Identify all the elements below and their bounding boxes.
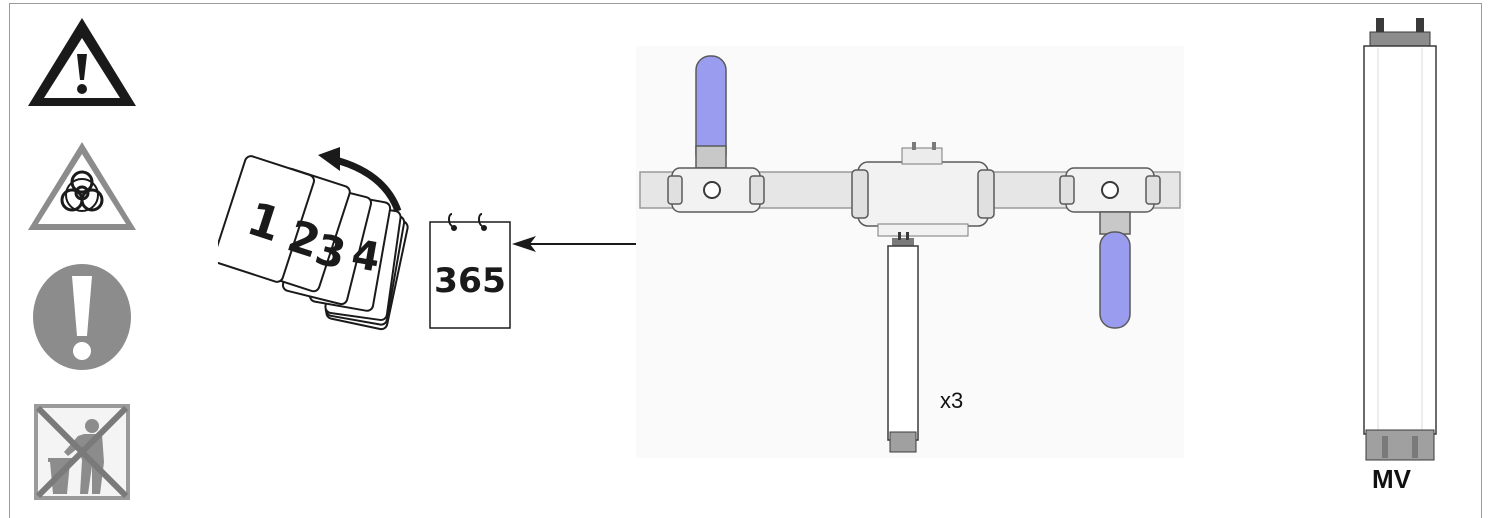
biohazard-icon — [28, 142, 136, 230]
calendar-flip-illustration: 4 3 2 1 — [218, 147, 409, 331]
no-household-waste-icon — [34, 404, 130, 500]
calendar-365-text: 365 — [434, 261, 506, 301]
mv-cartridge — [1363, 18, 1437, 461]
manifold-assembly — [636, 46, 1184, 458]
diagram-frame — [9, 3, 1482, 518]
cartridge-label: MV — [1372, 464, 1411, 494]
quantity-label: x3 — [940, 388, 964, 413]
mandatory-action-icon — [33, 264, 131, 370]
warning-icon — [28, 18, 136, 106]
calendar-365-card: 365 — [429, 213, 511, 329]
